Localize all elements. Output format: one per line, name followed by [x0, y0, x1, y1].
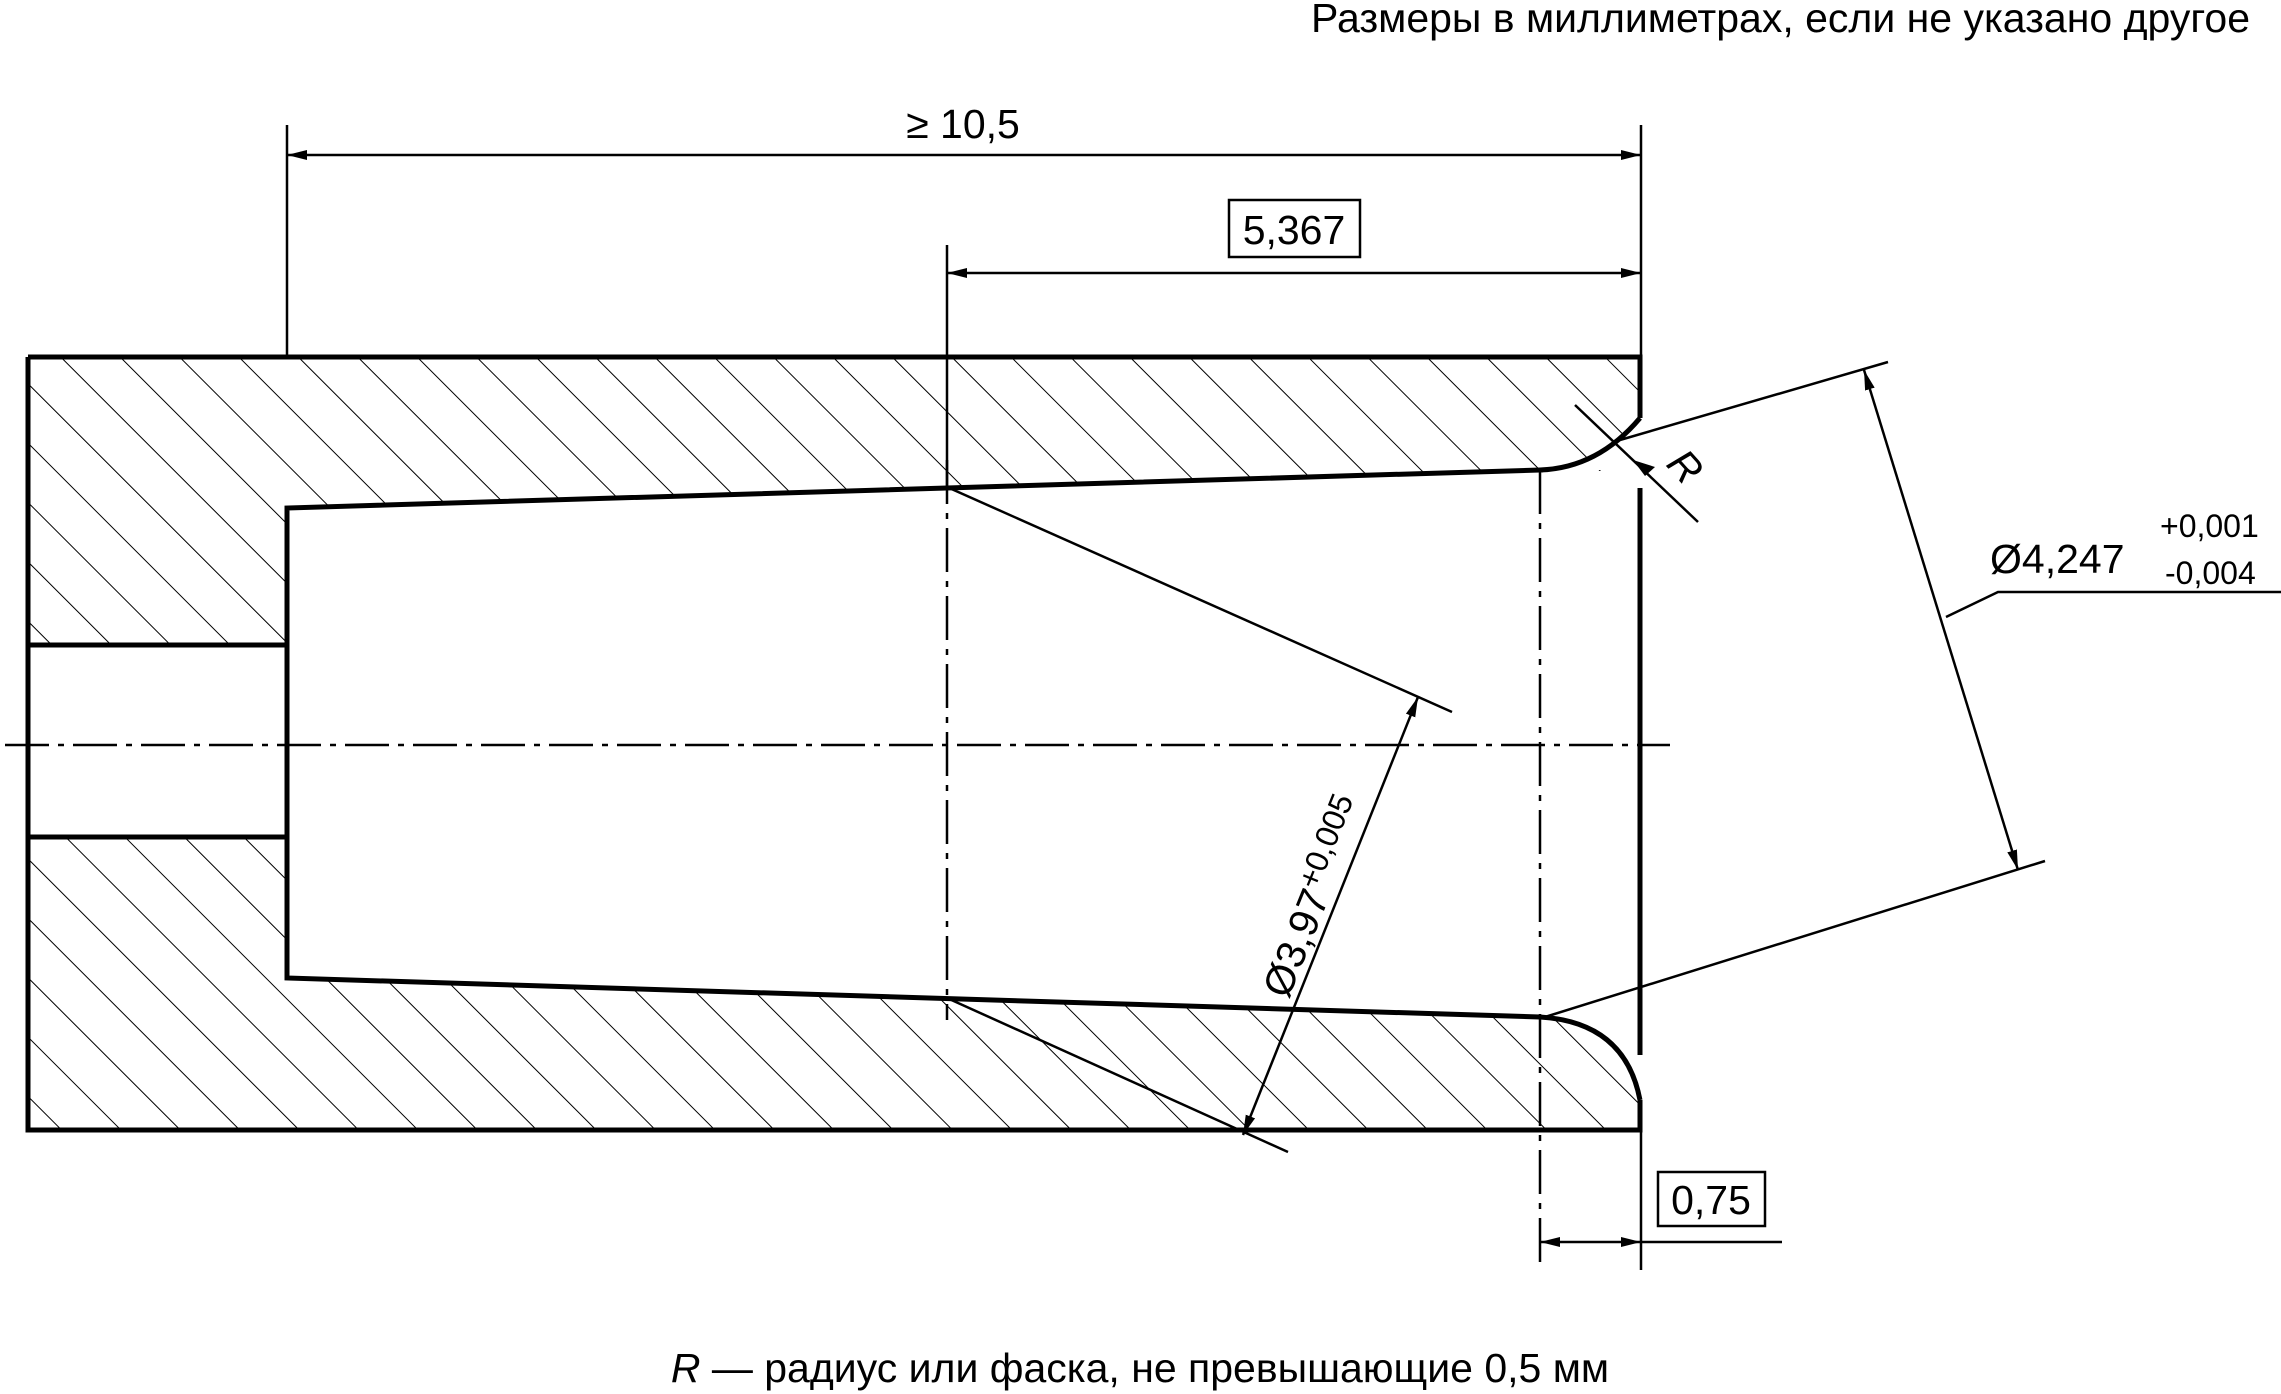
footnote-symbol: R	[671, 1345, 701, 1391]
svg-text:R — радиус или фаска, не превы: R — радиус или фаска, не превышающие 0,5…	[671, 1345, 1609, 1391]
svg-text:Ø3,97: Ø3,97	[1254, 883, 1339, 1004]
large-diameter-value: 4,247	[2022, 536, 2125, 582]
radius-label: R	[1658, 440, 1712, 493]
svg-text:Ø4,247: Ø4,247	[1990, 536, 2125, 582]
small-diameter-tolerance: +0,005	[1290, 788, 1360, 893]
overall-length-label: ≥ 10,5	[906, 101, 1020, 147]
end-offset-label: 0,75	[1671, 1177, 1751, 1223]
large-diameter-dim-line	[1862, 369, 2020, 871]
large-diameter-tol-upper: +0,001	[2160, 508, 2259, 544]
dimension-lines	[287, 150, 2281, 1247]
diameter-symbol-large: Ø	[1990, 536, 2022, 582]
footnote-text: — радиус или фаска, не превышающие 0,5 м…	[700, 1345, 1609, 1391]
extension-lines	[285, 125, 2046, 1270]
large-diameter-tol-lower: -0,004	[2165, 555, 2256, 591]
large-diameter-leader	[1945, 590, 2281, 619]
taper-length-box	[1227, 198, 1362, 259]
small-diameter-dim-line	[1241, 696, 1420, 1136]
section-hatching	[28, 357, 1640, 1130]
end-offset-box	[1656, 1170, 1767, 1228]
small-diameter-label: Ø3,97 +0,005	[1254, 788, 1361, 1004]
small-diameter-value: 3,97	[1266, 883, 1339, 974]
header-note: Размеры в миллиметрах, если не указано д…	[1311, 0, 2250, 41]
taper-length-label: 5,367	[1243, 207, 1346, 253]
radius-arrow	[1633, 460, 1655, 476]
